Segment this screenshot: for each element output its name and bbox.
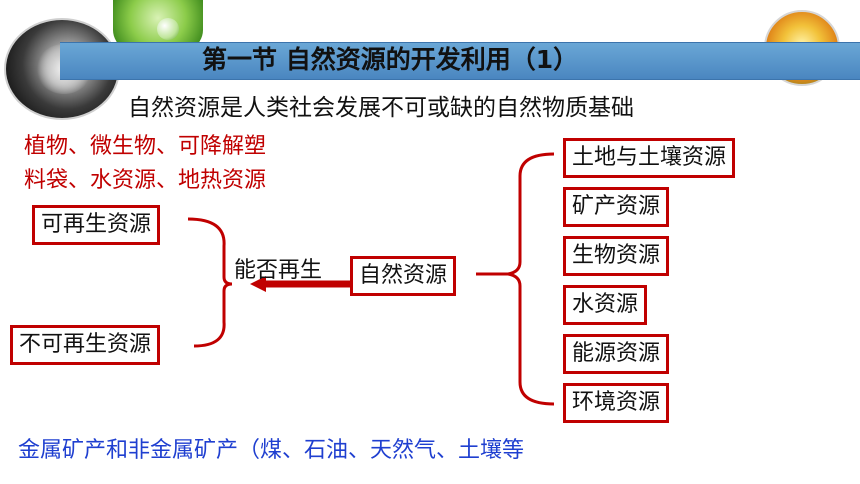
box-biological: 生物资源 (563, 236, 670, 276)
title-bar (60, 42, 860, 80)
box-nonrenewable-resources: 不可再生资源 (10, 325, 161, 365)
right-brace (507, 152, 555, 406)
mineral-note: 金属矿产和非金属矿产（煤、石油、天然气、土壤等 (18, 438, 525, 463)
box-land-soil: 土地与土壤资源 (563, 138, 736, 178)
box-energy: 能源资源 (563, 334, 670, 374)
box-mineral: 矿产资源 (563, 187, 670, 227)
arrow-head (250, 276, 266, 292)
center-box-natural-resources: 自然资源 (350, 256, 457, 296)
renewability-question: 能否再生 (234, 258, 323, 283)
box-water: 水资源 (563, 285, 648, 325)
subtitle: 自然资源是人类社会发展不可或缺的自然物质基础 (128, 95, 634, 121)
renewable-examples-line1: 植物、微生物、可降解塑 (24, 134, 267, 159)
renewable-examples-line2: 料袋、水资源、地热资源 (24, 168, 267, 193)
box-environment: 环境资源 (563, 383, 670, 423)
left-brace (187, 217, 233, 348)
page-title: 第一节 自然资源的开发利用（1） (202, 45, 579, 74)
box-renewable-resources: 可再生资源 (32, 205, 161, 245)
